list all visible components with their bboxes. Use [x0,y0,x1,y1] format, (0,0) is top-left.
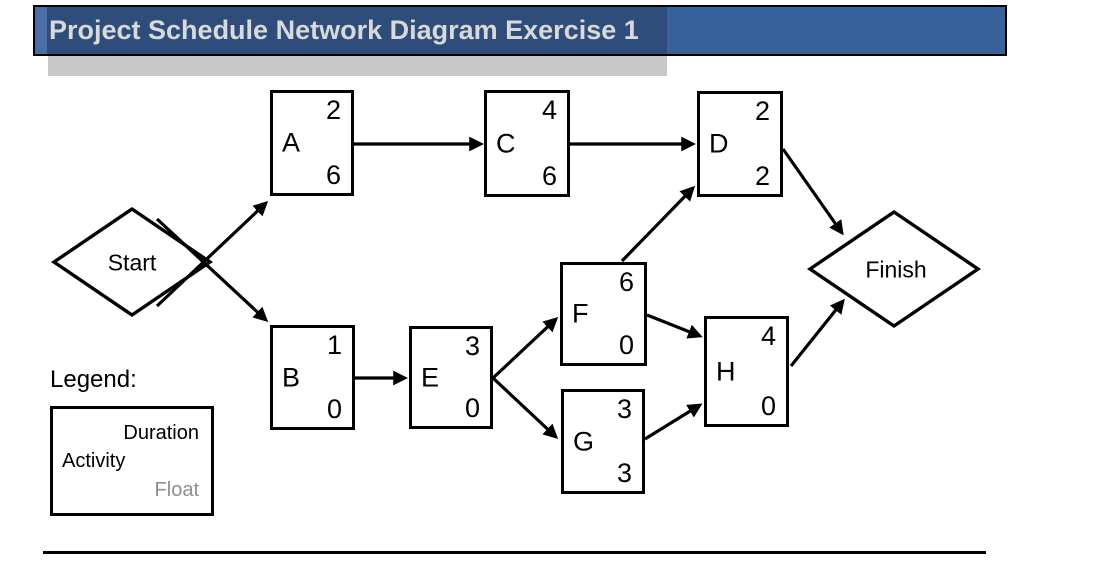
duration-value: 2 [754,96,770,126]
legend-float-label: Float [154,479,199,501]
edge-F-H [646,313,703,339]
edge-Start-B [155,217,269,323]
duration-value: 1 [326,330,342,360]
float-value: 6 [541,161,557,191]
float-value: 0 [618,330,634,360]
activity-node-D: D 2 2 [697,91,783,197]
finish-label: Finish [865,256,927,283]
activity-node-G: G 3 3 [561,389,645,494]
duration-value: 4 [541,95,557,125]
title-bar: Project Schedule Network Diagram Exercis… [33,5,1007,56]
start-label: Start [107,249,157,276]
edge-H-Finish [789,298,845,367]
activity-node-F: F 6 0 [560,262,647,366]
float-value: 3 [616,458,632,488]
edge-E-G [491,376,559,440]
activity-label: E [421,362,440,392]
edge-E-F [491,316,559,380]
duration-value: 2 [325,95,341,125]
float-value: 0 [326,394,342,424]
duration-value: 3 [464,331,480,361]
activity-label: C [496,128,516,158]
float-value: 6 [325,160,341,190]
activity-node-H: H 4 0 [704,316,789,427]
duration-value: 4 [760,321,776,351]
edge-G-H [644,403,703,441]
start-diamond [50,206,214,318]
duration-value: 3 [616,394,632,424]
legend-heading: Legend: [50,366,137,393]
edge-F-D [620,185,696,263]
activity-label: H [716,356,736,386]
legend-box: Duration Activity Float [50,406,214,516]
activity-node-E: E 3 0 [409,326,493,429]
activity-label: A [282,127,301,158]
bottom-divider [43,551,986,554]
float-value: 2 [754,161,770,191]
edge-lines [155,136,845,441]
activity-label: D [709,128,729,159]
activity-node-B: B 1 0 [270,325,355,430]
activity-node-A: A 2 6 [270,90,354,196]
edge-D-Finish [781,148,844,236]
float-value: 0 [464,393,480,423]
activity-node-C: C 4 6 [484,90,570,197]
activity-label: F [572,298,589,329]
activity-label: B [282,362,301,392]
title-shadow-bar [48,56,667,76]
duration-value: 6 [618,267,634,297]
float-value: 0 [760,391,776,421]
activity-label: G [573,426,595,456]
legend-duration-label: Duration [123,422,199,444]
page-title: Project Schedule Network Diagram Exercis… [49,15,639,45]
edge-Start-A [155,200,269,308]
finish-diamond [806,209,982,329]
legend-activity-label: Activity [62,450,126,472]
